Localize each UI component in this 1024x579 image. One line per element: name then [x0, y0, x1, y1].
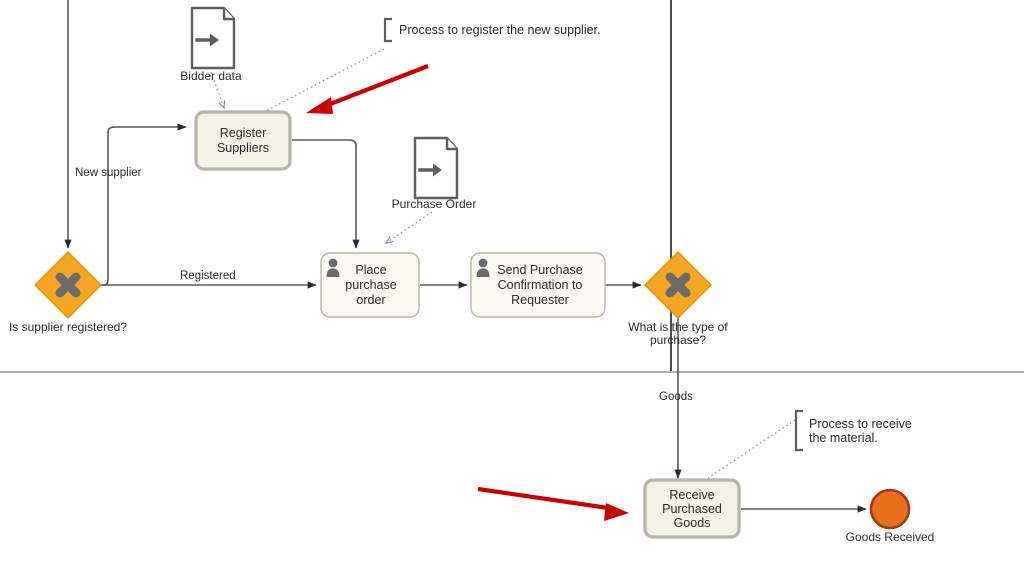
assoc-bidder-data-to-register: [210, 71, 224, 108]
red-arrowhead-icon: [604, 503, 629, 521]
node-label-line1: Receive: [669, 488, 714, 502]
data-object-bidder-data[interactable]: Bidder data: [180, 6, 242, 83]
flow-register-to-place-order: [292, 139, 360, 249]
annotation-bracket: [383, 17, 392, 43]
node-label-line2: purchase: [345, 278, 396, 292]
node-label-line3: order: [356, 293, 385, 307]
annotation-receive-note[interactable]: Process to receive the material.: [794, 409, 912, 452]
exclusive-gateway-x-icon: [55, 272, 81, 298]
end-event-circle: [869, 488, 911, 530]
node-label-line3: Requester: [511, 293, 569, 307]
highlight-arrow-bottom: [477, 486, 629, 521]
node-label-line1: Send Purchase: [497, 263, 583, 277]
data-object-label: Bidder data: [180, 69, 242, 83]
annotation-text-line1: Process to receive: [809, 417, 912, 431]
sequence-flows-top: [64, 0, 682, 479]
exclusive-gateway-x-icon: [665, 272, 691, 298]
red-arrowhead-icon: [306, 97, 333, 114]
user-task-icon: [326, 258, 340, 277]
associations: [210, 48, 796, 479]
assoc-purchase-order-to-place: [386, 211, 433, 243]
flow-new-supplier: [101, 123, 187, 286]
data-input-arrow-icon: [418, 163, 442, 177]
node-label-line1: Register: [220, 126, 267, 140]
node-label-line2: Suppliers: [217, 141, 269, 155]
data-input-arrow-icon: [195, 33, 219, 47]
node-label-line1: Place: [355, 263, 386, 277]
data-object-purchase-order[interactable]: Purchase Order: [392, 136, 477, 211]
flow-label-new-supplier: New supplier: [75, 167, 142, 179]
assoc-note-to-register: [261, 48, 385, 114]
annotation-text-line2: the material.: [809, 431, 878, 445]
node-label-line3: Goods: [674, 516, 711, 530]
subprocess-box: [194, 110, 292, 171]
node-place-purchase-order[interactable]: Place purchase order: [320, 252, 420, 318]
node-label-line2: Purchased: [662, 502, 722, 516]
end-event-label: Goods Received: [846, 530, 935, 544]
node-gateway-purchase-type[interactable]: What is the type of purchase?: [628, 251, 728, 347]
node-end-event-goods-received[interactable]: Goods Received: [846, 488, 935, 544]
node-register-suppliers[interactable]: Register Suppliers: [194, 110, 292, 171]
node-gateway-supplier-registered[interactable]: Is supplier registered?: [9, 251, 127, 334]
annotation-bracket: [794, 409, 803, 452]
highlight-arrow-top: [306, 64, 429, 114]
data-object-fold-corner-icon: [445, 138, 457, 151]
node-send-purchase-confirmation[interactable]: Send Purchase Confirmation to Requester: [470, 252, 606, 318]
flow-label-goods: Goods: [659, 391, 693, 403]
node-receive-purchased-goods[interactable]: Receive Purchased Goods: [643, 478, 741, 539]
task-box: [320, 252, 420, 318]
subprocess-box: [643, 478, 741, 539]
flow-labels: New supplier Registered Goods: [75, 167, 693, 403]
node-label-line2: Confirmation to: [498, 278, 583, 292]
annotation-text: Process to register the new supplier.: [399, 23, 601, 37]
flow-label-registered: Registered: [180, 270, 236, 282]
gateway-label-line2: purchase?: [650, 333, 706, 347]
assoc-note-to-receive: [707, 419, 796, 479]
data-object-fold-corner-icon: [222, 8, 234, 21]
gateway-label-line1: What is the type of: [628, 320, 728, 334]
annotation-register-note[interactable]: Process to register the new supplier.: [383, 17, 601, 43]
user-task-icon: [476, 258, 490, 277]
data-object-label: Purchase Order: [392, 197, 477, 211]
gateway-label: Is supplier registered?: [9, 320, 127, 334]
task-box: [470, 252, 606, 318]
